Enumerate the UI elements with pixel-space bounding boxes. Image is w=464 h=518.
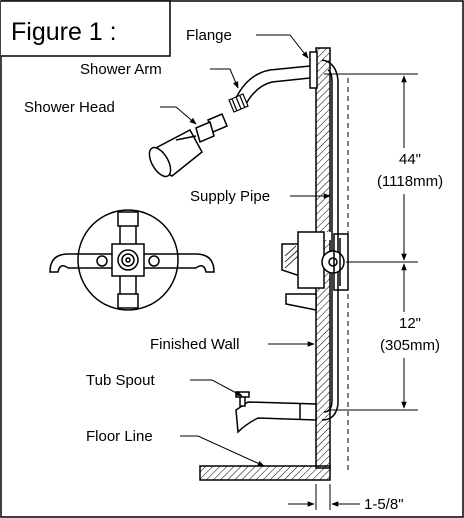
- flange: [309, 51, 318, 89]
- floor: [199, 465, 331, 481]
- shower-arm-thread: [228, 93, 249, 113]
- leader-flange: [256, 34, 309, 59]
- callout-leaders: [160, 34, 331, 467]
- label-floor-line: Floor Line: [86, 428, 153, 445]
- dim-upper-mm: (1118mm): [377, 173, 443, 190]
- valve-rough-in-detail: [49, 209, 215, 311]
- dimension-lines: [288, 73, 418, 510]
- label-flange: Flange: [186, 27, 232, 44]
- label-shower-arm: Shower Arm: [80, 61, 162, 78]
- dim-wall-offset: 1-5/8": [364, 496, 404, 513]
- valve-hatch: [284, 245, 299, 269]
- label-shower-head: Shower Head: [24, 99, 115, 116]
- leader-shower-arm: [210, 68, 239, 89]
- leader-shower-head: [160, 106, 197, 125]
- shower-arm: [235, 65, 311, 105]
- figure-title: Figure 1 :: [11, 18, 117, 46]
- label-finished-wall: Finished Wall: [150, 336, 239, 353]
- leader-floor-line: [180, 435, 265, 467]
- dim-lower-mm: (305mm): [380, 337, 440, 354]
- lower-bracket: [285, 293, 317, 311]
- dim-upper-inches: 44": [399, 151, 421, 168]
- tub-spout: [235, 391, 317, 434]
- shower-head: [148, 113, 228, 178]
- label-supply-pipe: Supply Pipe: [190, 188, 270, 205]
- title-box: Figure 1 :: [1, 0, 171, 57]
- supply-pipe: [321, 59, 339, 421]
- leader-tub-spout: [190, 379, 243, 397]
- label-tub-spout: Tub Spout: [86, 372, 155, 389]
- dim-lower-inches: 12": [399, 315, 421, 332]
